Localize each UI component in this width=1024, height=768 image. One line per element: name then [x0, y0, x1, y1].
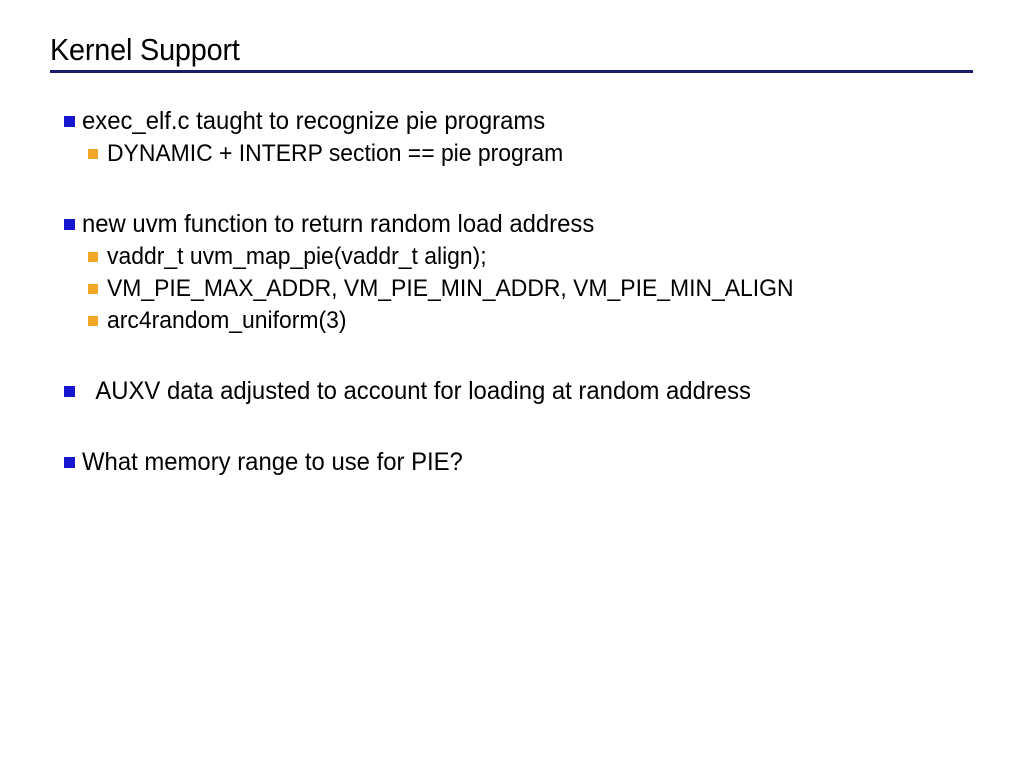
square-bullet-orange-icon [88, 252, 98, 262]
bullet-item-level-1: What memory range to use for PIE? [0, 445, 1024, 479]
bullet-text: What memory range to use for PIE? [82, 448, 463, 476]
square-bullet-orange-icon [88, 149, 98, 159]
bullet-text: arc4random_uniform(3) [107, 307, 347, 334]
bullet-item-level-1: AUXV data adjusted to account for loadin… [0, 374, 1024, 408]
square-bullet-blue-icon [64, 116, 75, 127]
bullet-item-level-1: exec_elf.c taught to recognize pie progr… [0, 104, 1024, 138]
page-title: Kernel Support [50, 32, 240, 67]
bullet-text: new uvm function to return random load a… [82, 210, 595, 238]
bullet-text: AUXV data adjusted to account for loadin… [90, 377, 751, 405]
square-bullet-orange-icon [88, 316, 98, 326]
title-underline-rule [50, 70, 973, 73]
square-bullet-blue-icon [64, 219, 75, 230]
bullet-text: DYNAMIC + INTERP section == pie program [107, 140, 564, 167]
bullet-text: vaddr_t uvm_map_pie(vaddr_t align); [107, 243, 487, 270]
bullet-item-level-1: new uvm function to return random load a… [0, 207, 1024, 241]
square-bullet-blue-icon [64, 386, 75, 397]
bullet-spacer [0, 408, 1024, 445]
bullet-text: VM_PIE_MAX_ADDR, VM_PIE_MIN_ADDR, VM_PIE… [107, 275, 794, 302]
bullet-item-level-2: VM_PIE_MAX_ADDR, VM_PIE_MIN_ADDR, VM_PIE… [0, 273, 1024, 305]
bullet-spacer [0, 170, 1024, 207]
bullet-item-level-2: arc4random_uniform(3) [0, 305, 1024, 337]
bullet-list: exec_elf.c taught to recognize pie progr… [0, 104, 1024, 479]
bullet-item-level-2: DYNAMIC + INTERP section == pie program [0, 138, 1024, 170]
square-bullet-orange-icon [88, 284, 98, 294]
bullet-text: exec_elf.c taught to recognize pie progr… [82, 107, 546, 135]
bullet-item-level-2: vaddr_t uvm_map_pie(vaddr_t align); [0, 241, 1024, 273]
bullet-spacer [0, 337, 1024, 374]
square-bullet-blue-icon [64, 457, 75, 468]
